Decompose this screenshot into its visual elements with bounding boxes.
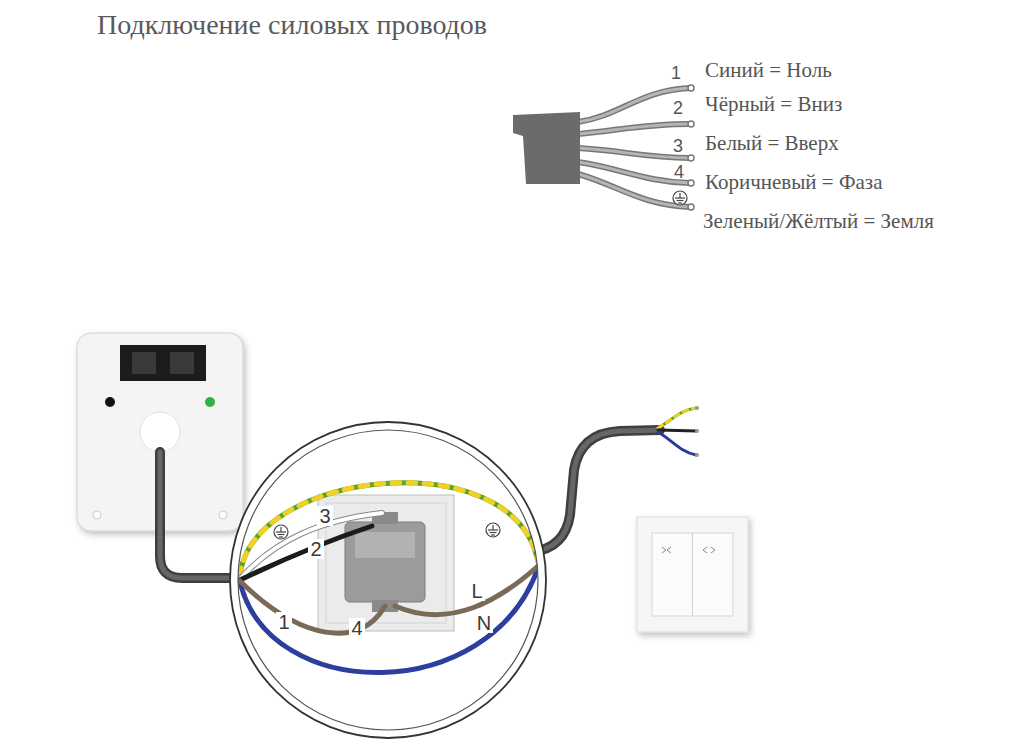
zoom-circle — [230, 420, 550, 740]
callout-number: N — [475, 613, 493, 633]
callout-number: 2 — [308, 539, 323, 559]
wall-switch — [637, 517, 748, 632]
legend-text: Белый = Вверх — [705, 131, 839, 155]
legend-text: Синий = Ноль — [705, 58, 832, 82]
callout-number: 1 — [276, 612, 291, 632]
legend-text: Чёрный = Вниз — [705, 92, 842, 116]
callout-number: 1 — [671, 63, 681, 84]
legend-text: Коричневый = Фаза — [705, 170, 882, 194]
callout-number: 2 — [673, 98, 683, 119]
callout-number: 4 — [674, 162, 684, 183]
cable-end — [513, 85, 694, 210]
legend-text: Зеленый/Жёлтый = Земля — [703, 209, 934, 233]
callout-number: 4 — [349, 618, 364, 638]
title: Подключение силовых проводов — [97, 9, 487, 41]
callout-number: L — [469, 581, 484, 601]
callout-number: 3 — [673, 136, 683, 157]
callout-number: 3 — [317, 506, 332, 526]
